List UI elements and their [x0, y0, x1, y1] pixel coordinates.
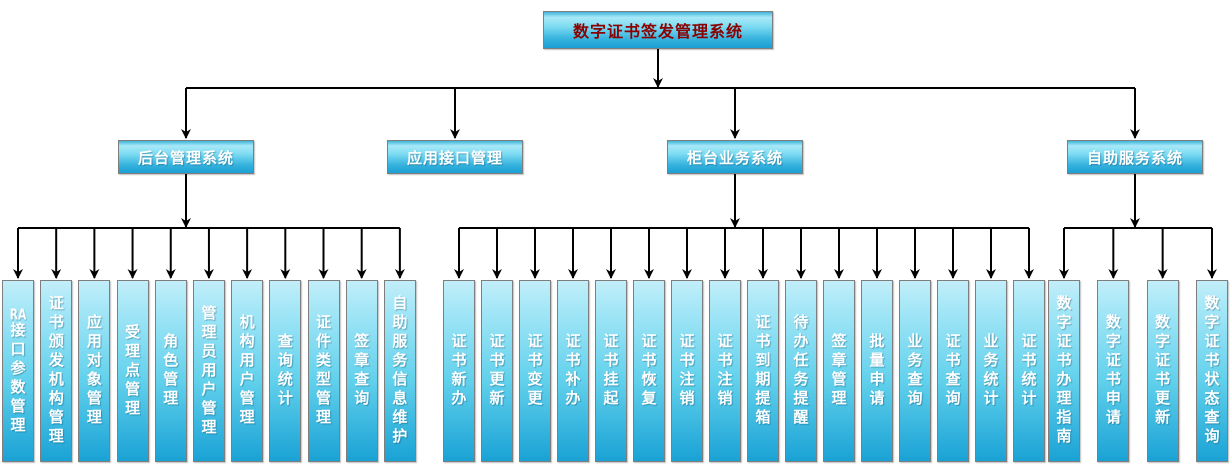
- org-node-leaf: 证书查询: [937, 280, 969, 462]
- org-node-leaf: 批量申请: [861, 280, 893, 462]
- org-node-leaf: 证书变更: [519, 280, 551, 462]
- org-node-leaf: 业务查询: [899, 280, 931, 462]
- org-node-leaf: 数字证书办理指南: [1048, 280, 1080, 462]
- branch-counter-business: 柜台业务系统: [667, 140, 803, 174]
- branch-application-interface: 应用接口管理: [387, 140, 523, 174]
- org-node-leaf: 自助服务信息维护: [383, 280, 416, 462]
- org-node-leaf: 证书到期提箱: [747, 280, 779, 462]
- org-node-leaf: 管理员用户管理: [192, 280, 225, 462]
- org-node-leaf: 机构用户管理: [231, 280, 264, 462]
- org-node-leaf: 数字证书状态查询: [1195, 280, 1228, 462]
- org-node-leaf: 查询统计: [269, 280, 302, 462]
- org-node-leaf: 证件类型管理: [307, 280, 340, 462]
- branch-backend-management: 后台管理系统: [118, 140, 254, 174]
- org-node-leaf: 业务统计: [975, 280, 1007, 462]
- org-node-leaf: 证书新办: [443, 280, 475, 462]
- org-node-leaf: 证书颁发机构管理: [40, 280, 73, 462]
- leaf-group-self-service: 数字证书办理指南 数字证书申请 数字证书更新 数字证书状态查询: [1048, 280, 1228, 462]
- org-node-leaf: 证书恢复: [633, 280, 665, 462]
- org-node-leaf: 角色管理: [154, 280, 187, 462]
- org-node-leaf: 数字证书申请: [1097, 280, 1130, 462]
- org-node-leaf: 签章管理: [823, 280, 855, 462]
- org-node-leaf: 应用对象管理: [78, 280, 111, 462]
- org-node-leaf: 受理点管理: [116, 280, 149, 462]
- org-node-leaf: 证书补办: [557, 280, 589, 462]
- org-node-leaf: 证书注销: [671, 280, 703, 462]
- org-node-leaf: 证书统计: [1013, 280, 1045, 462]
- org-node-leaf: 证书更新: [481, 280, 513, 462]
- org-node-leaf: 证书挂起: [595, 280, 627, 462]
- org-node-leaf: 待办任务提醒: [785, 280, 817, 462]
- root-node: 数字证书签发管理系统: [543, 11, 773, 49]
- org-node-leaf: 签章查询: [345, 280, 378, 462]
- org-node-leaf: 证书注销: [709, 280, 741, 462]
- leaf-group-counter: 证书新办 证书更新 证书变更 证书补办 证书挂起 证书恢复 证书注销 证书注销 …: [443, 280, 1045, 462]
- branch-self-service: 自助服务系统: [1067, 140, 1203, 174]
- org-node-leaf: 数字证书更新: [1146, 280, 1179, 462]
